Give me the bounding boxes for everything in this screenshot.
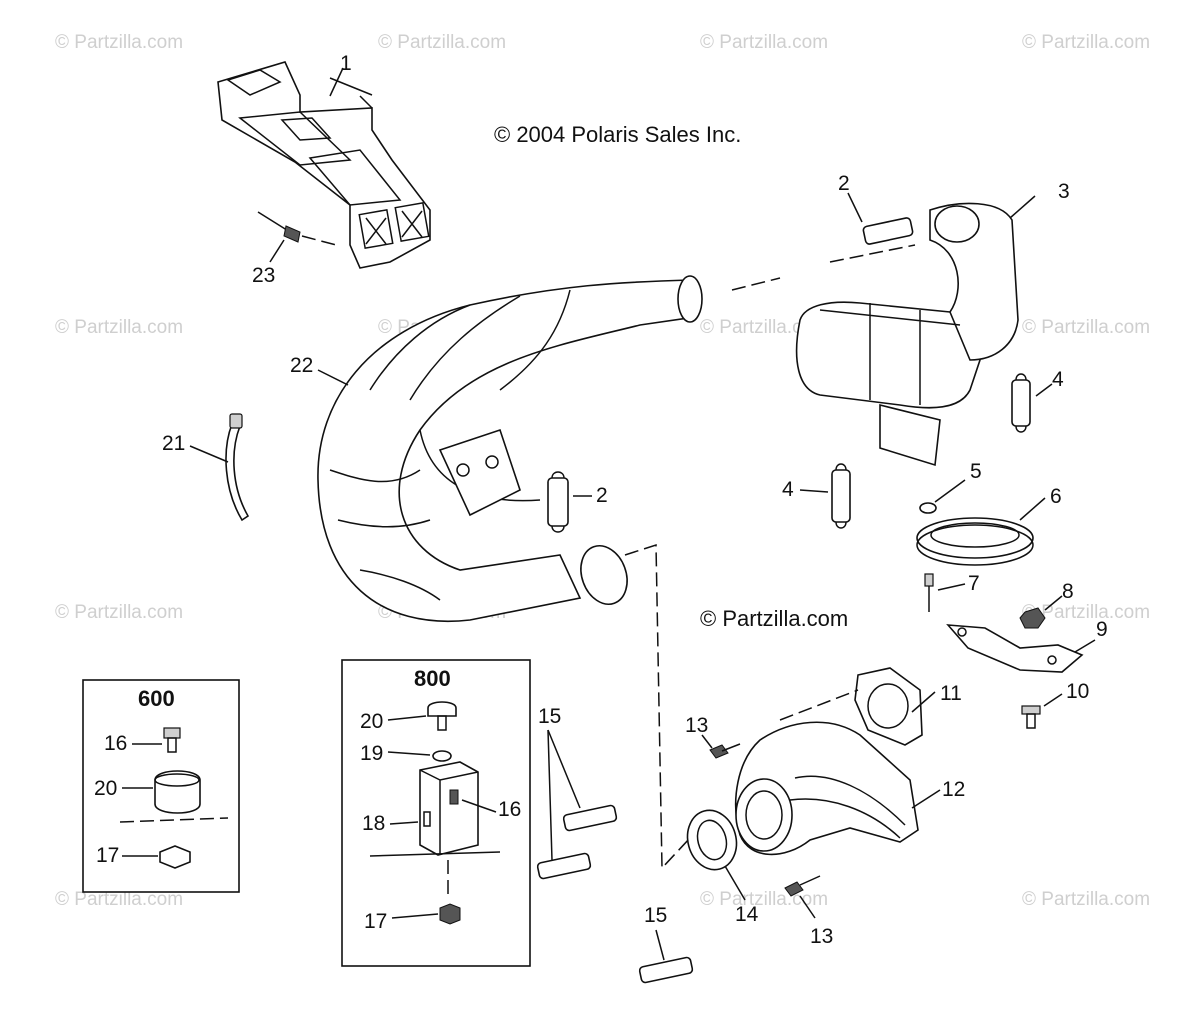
leader-8 xyxy=(1044,595,1063,611)
assembly-line xyxy=(624,543,691,870)
callout-13b: 13 xyxy=(810,925,833,948)
watermark-layer: © Partzilla.com © Partzilla.com © Partzi… xyxy=(55,32,1150,910)
callout-9: 9 xyxy=(1096,618,1108,641)
box-800-label-16: 16 xyxy=(498,798,521,821)
part-14-seal-ring xyxy=(686,809,738,871)
part-5-washer xyxy=(919,502,937,514)
watermark: © Partzilla.com xyxy=(55,317,183,338)
callout-14: 14 xyxy=(735,903,759,926)
leader-1 xyxy=(329,67,344,97)
leader-13a xyxy=(701,734,713,749)
leader-4b xyxy=(799,489,829,493)
part-7-pin xyxy=(924,573,934,612)
leader-12 xyxy=(911,789,941,809)
watermark: © Partzilla.com xyxy=(700,889,828,910)
leader-15a xyxy=(547,729,581,809)
part-13-bolt-upper xyxy=(709,743,741,759)
watermark: © Partzilla.com xyxy=(700,32,828,53)
leader-3 xyxy=(1009,195,1036,219)
box-600-label-17: 17 xyxy=(96,844,119,867)
inset-box-800: 800 20 19 18 16 17 xyxy=(341,659,531,967)
part-15-spring-middle xyxy=(536,852,592,880)
part-23-rivet xyxy=(257,211,341,247)
leader-15b xyxy=(655,929,665,961)
watermark: © Partzilla.com xyxy=(55,889,183,910)
part-9-bracket xyxy=(946,624,1084,673)
callout-11: 11 xyxy=(940,682,962,705)
leader-23 xyxy=(269,239,285,263)
part-15-spring-lower xyxy=(638,956,694,984)
part-4-spring-right xyxy=(1011,373,1031,433)
part-22-expansion-pipe xyxy=(317,275,703,622)
callout-23: 23 xyxy=(252,264,275,287)
part-1-mounting-bracket xyxy=(217,61,431,269)
callout-5: 5 xyxy=(970,460,982,483)
box-800-label-18: 18 xyxy=(362,812,385,835)
box-600-label-16: 16 xyxy=(104,732,127,755)
connector-dash xyxy=(779,689,859,721)
callout-6: 6 xyxy=(1050,485,1062,508)
box-800-label-19: 19 xyxy=(360,742,383,765)
leader-22 xyxy=(317,369,349,386)
part-21-strap xyxy=(225,413,250,522)
leader-9 xyxy=(1074,639,1096,653)
watermark: © Partzilla.com xyxy=(1022,32,1150,53)
callout-12: 12 xyxy=(942,778,965,801)
box-800-label-17: 17 xyxy=(364,910,387,933)
watermark: © Partzilla.com xyxy=(55,32,183,53)
part-2-spring-upper xyxy=(829,217,916,263)
leader-6 xyxy=(1019,497,1046,521)
callout-22: 22 xyxy=(290,354,313,377)
watermark: © Partzilla.com xyxy=(55,602,183,623)
leader-5 xyxy=(934,479,966,503)
callout-2a: 2 xyxy=(838,172,850,195)
callout-7: 7 xyxy=(968,572,980,595)
box-600-label-20: 20 xyxy=(94,777,117,800)
copyright-text: © 2004 Polaris Sales Inc. xyxy=(494,122,741,147)
callout-1: 1 xyxy=(340,52,352,75)
part-12-manifold xyxy=(734,721,919,856)
callout-2b: 2 xyxy=(596,484,608,507)
watermark: © Partzilla.com xyxy=(378,32,506,53)
callout-15b: 15 xyxy=(644,904,667,927)
leader-10 xyxy=(1043,693,1063,707)
watermark: © Partzilla.com xyxy=(1022,602,1150,623)
part-4-spring-center xyxy=(831,463,851,529)
center-watermark-text: © Partzilla.com xyxy=(700,606,848,631)
leader-7 xyxy=(937,583,966,591)
leader-2a xyxy=(847,192,863,223)
box-800-label-20: 20 xyxy=(360,710,383,733)
leader-13b xyxy=(799,895,816,919)
callout-21: 21 xyxy=(162,432,185,455)
callout-4a: 4 xyxy=(1052,368,1064,391)
callout-8: 8 xyxy=(1062,580,1074,603)
part-13-bolt-lower xyxy=(784,875,821,897)
inset-box-600: 600 16 20 17 xyxy=(82,679,240,893)
box-800-title: 800 xyxy=(414,666,451,691)
leader-14 xyxy=(724,865,746,901)
callout-10: 10 xyxy=(1066,680,1089,703)
part-2-spring xyxy=(547,471,569,533)
part-10-bolt xyxy=(1021,705,1041,729)
callout-3: 3 xyxy=(1058,180,1070,203)
part-11-gasket xyxy=(854,667,923,746)
part-3-silencer xyxy=(795,202,1019,467)
connector-dash xyxy=(731,277,781,291)
callout-15a: 15 xyxy=(538,705,561,728)
watermark: © Partzilla.com xyxy=(1022,889,1150,910)
leader-4a xyxy=(1035,383,1053,397)
watermark: © Partzilla.com xyxy=(700,317,828,338)
part-8-nut xyxy=(1019,607,1046,629)
watermark: © Partzilla.com xyxy=(1022,317,1150,338)
leader-15a-2 xyxy=(547,729,553,861)
callout-13a: 13 xyxy=(685,714,708,737)
leader-11 xyxy=(911,691,936,713)
leader-21 xyxy=(189,445,229,463)
box-600-title: 600 xyxy=(138,686,175,711)
callout-4b: 4 xyxy=(782,478,794,501)
part-15-spring-upper xyxy=(562,804,618,832)
part-6-grommet xyxy=(916,517,1034,566)
